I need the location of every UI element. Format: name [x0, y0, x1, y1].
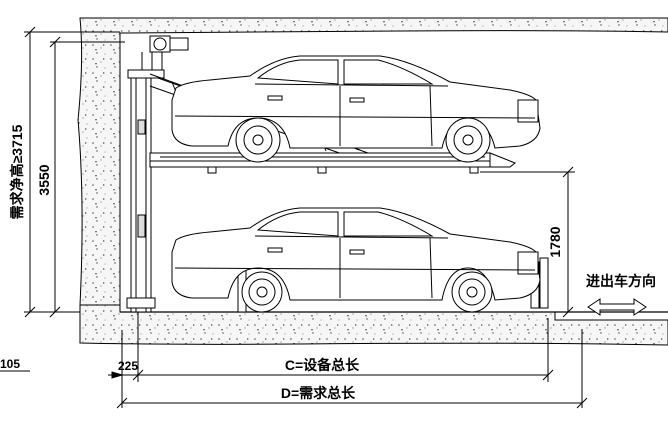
upper-car [171, 55, 541, 163]
upper-platform [149, 152, 516, 174]
height-dimension-lines [24, 26, 125, 318]
drive-motor [127, 35, 189, 79]
direction-label: 进出车方向 [586, 273, 656, 289]
lower-clearance-dimension-lines [480, 166, 575, 318]
upper-car-rear-wheel [445, 117, 491, 163]
required-length-label: D=需求总长 [281, 385, 356, 401]
double-arrow-icon [587, 298, 647, 316]
lower-clearance-value: 1780 [547, 226, 563, 257]
equipment-length-label: C=设备总长 [285, 357, 360, 373]
lift-column [126, 69, 156, 313]
lower-car [171, 207, 541, 313]
ceiling-slab [77, 17, 668, 306]
lower-car-rear-wheel [451, 271, 493, 313]
upper-car-front-wheel [235, 117, 281, 163]
total-height-value: 3550 [36, 164, 52, 195]
clear-height-label: 需求净高≥3715 [9, 124, 25, 219]
left-offset-value: 225 [118, 359, 138, 373]
length-dimension-lines [0, 312, 588, 409]
lower-car-front-wheel [241, 271, 283, 313]
left-cut-value: 105 [0, 357, 20, 371]
floor-slab [79, 304, 668, 346]
